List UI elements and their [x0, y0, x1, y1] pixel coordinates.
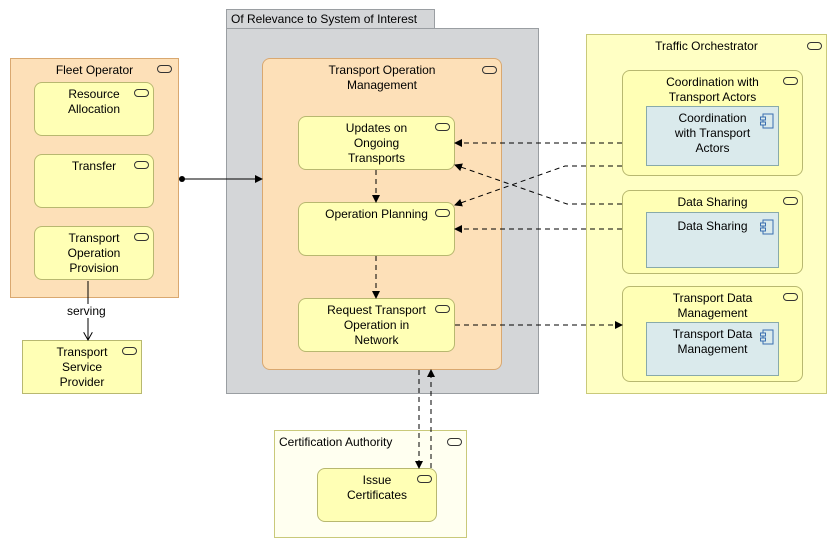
data-sharing-component-label: Data Sharing: [677, 219, 748, 233]
service-icon: [435, 209, 450, 217]
service-icon: [482, 66, 497, 74]
application-component-icon: [760, 113, 774, 129]
issue-certificates-label: Issue Certificates: [346, 473, 408, 502]
resource-allocation-label: Resource Allocation: [67, 87, 121, 116]
operation-planning-label: Operation Planning: [325, 207, 428, 221]
resource-allocation-service[interactable]: Resource Allocation: [34, 82, 154, 136]
serving-label: serving: [67, 304, 106, 318]
coordination-component-label: Coordination with Transport Actors: [674, 111, 751, 155]
service-icon: [417, 475, 432, 483]
service-icon: [435, 123, 450, 131]
transport-data-management-component-label: Transport Data Management: [672, 327, 753, 356]
traffic-orchestrator-title: Traffic Orchestrator: [655, 39, 758, 53]
service-icon: [783, 77, 798, 85]
data-sharing-component[interactable]: Data Sharing: [646, 212, 779, 268]
service-icon: [807, 42, 822, 50]
coordination-service-title: Coordination with Transport Actors: [666, 75, 759, 104]
transfer-service[interactable]: Transfer: [34, 154, 154, 208]
group-tab: Of Relevance to System of Interest: [226, 9, 435, 29]
transport-data-management-service-title: Transport Data Management: [672, 291, 753, 320]
certification-authority-title: Certification Authority: [279, 435, 393, 449]
data-sharing-service-title: Data Sharing: [677, 195, 748, 209]
application-component-icon: [760, 219, 774, 235]
service-icon: [134, 161, 149, 169]
coordination-component[interactable]: Coordination with Transport Actors: [646, 106, 779, 166]
updates-label: Updates on Ongoing Transports: [345, 121, 408, 165]
transport-operation-provision-label: Transport Operation Provision: [67, 231, 121, 275]
service-icon: [783, 197, 798, 205]
service-icon: [435, 305, 450, 313]
service-icon: [122, 347, 137, 355]
service-icon: [134, 233, 149, 241]
group-label: Of Relevance to System of Interest: [231, 12, 418, 26]
service-icon: [783, 293, 798, 301]
transport-service-provider-label: Transport Service Provider: [56, 345, 108, 389]
request-transport-label: Request Transport Operation in Network: [327, 303, 426, 347]
transport-data-management-component[interactable]: Transport Data Management: [646, 322, 779, 376]
transport-service-provider[interactable]: Transport Service Provider: [22, 340, 142, 394]
updates-on-ongoing-transports-service[interactable]: Updates on Ongoing Transports: [298, 116, 455, 170]
service-icon: [157, 65, 172, 73]
service-icon: [134, 89, 149, 97]
transfer-label: Transfer: [71, 159, 117, 173]
datasharing-to-updates-flow[interactable]: [454, 163, 622, 205]
coordination-to-planning-flow[interactable]: [454, 165, 622, 207]
application-component-icon: [760, 329, 774, 345]
service-icon: [447, 438, 462, 446]
issue-certificates-service[interactable]: Issue Certificates: [317, 468, 437, 522]
transport-operation-provision-service[interactable]: Transport Operation Provision: [34, 226, 154, 280]
tom-title: Transport Operation Management: [328, 63, 436, 92]
fleet-operator-title: Fleet Operator: [55, 63, 134, 77]
request-transport-operation-service[interactable]: Request Transport Operation in Network: [298, 298, 455, 352]
